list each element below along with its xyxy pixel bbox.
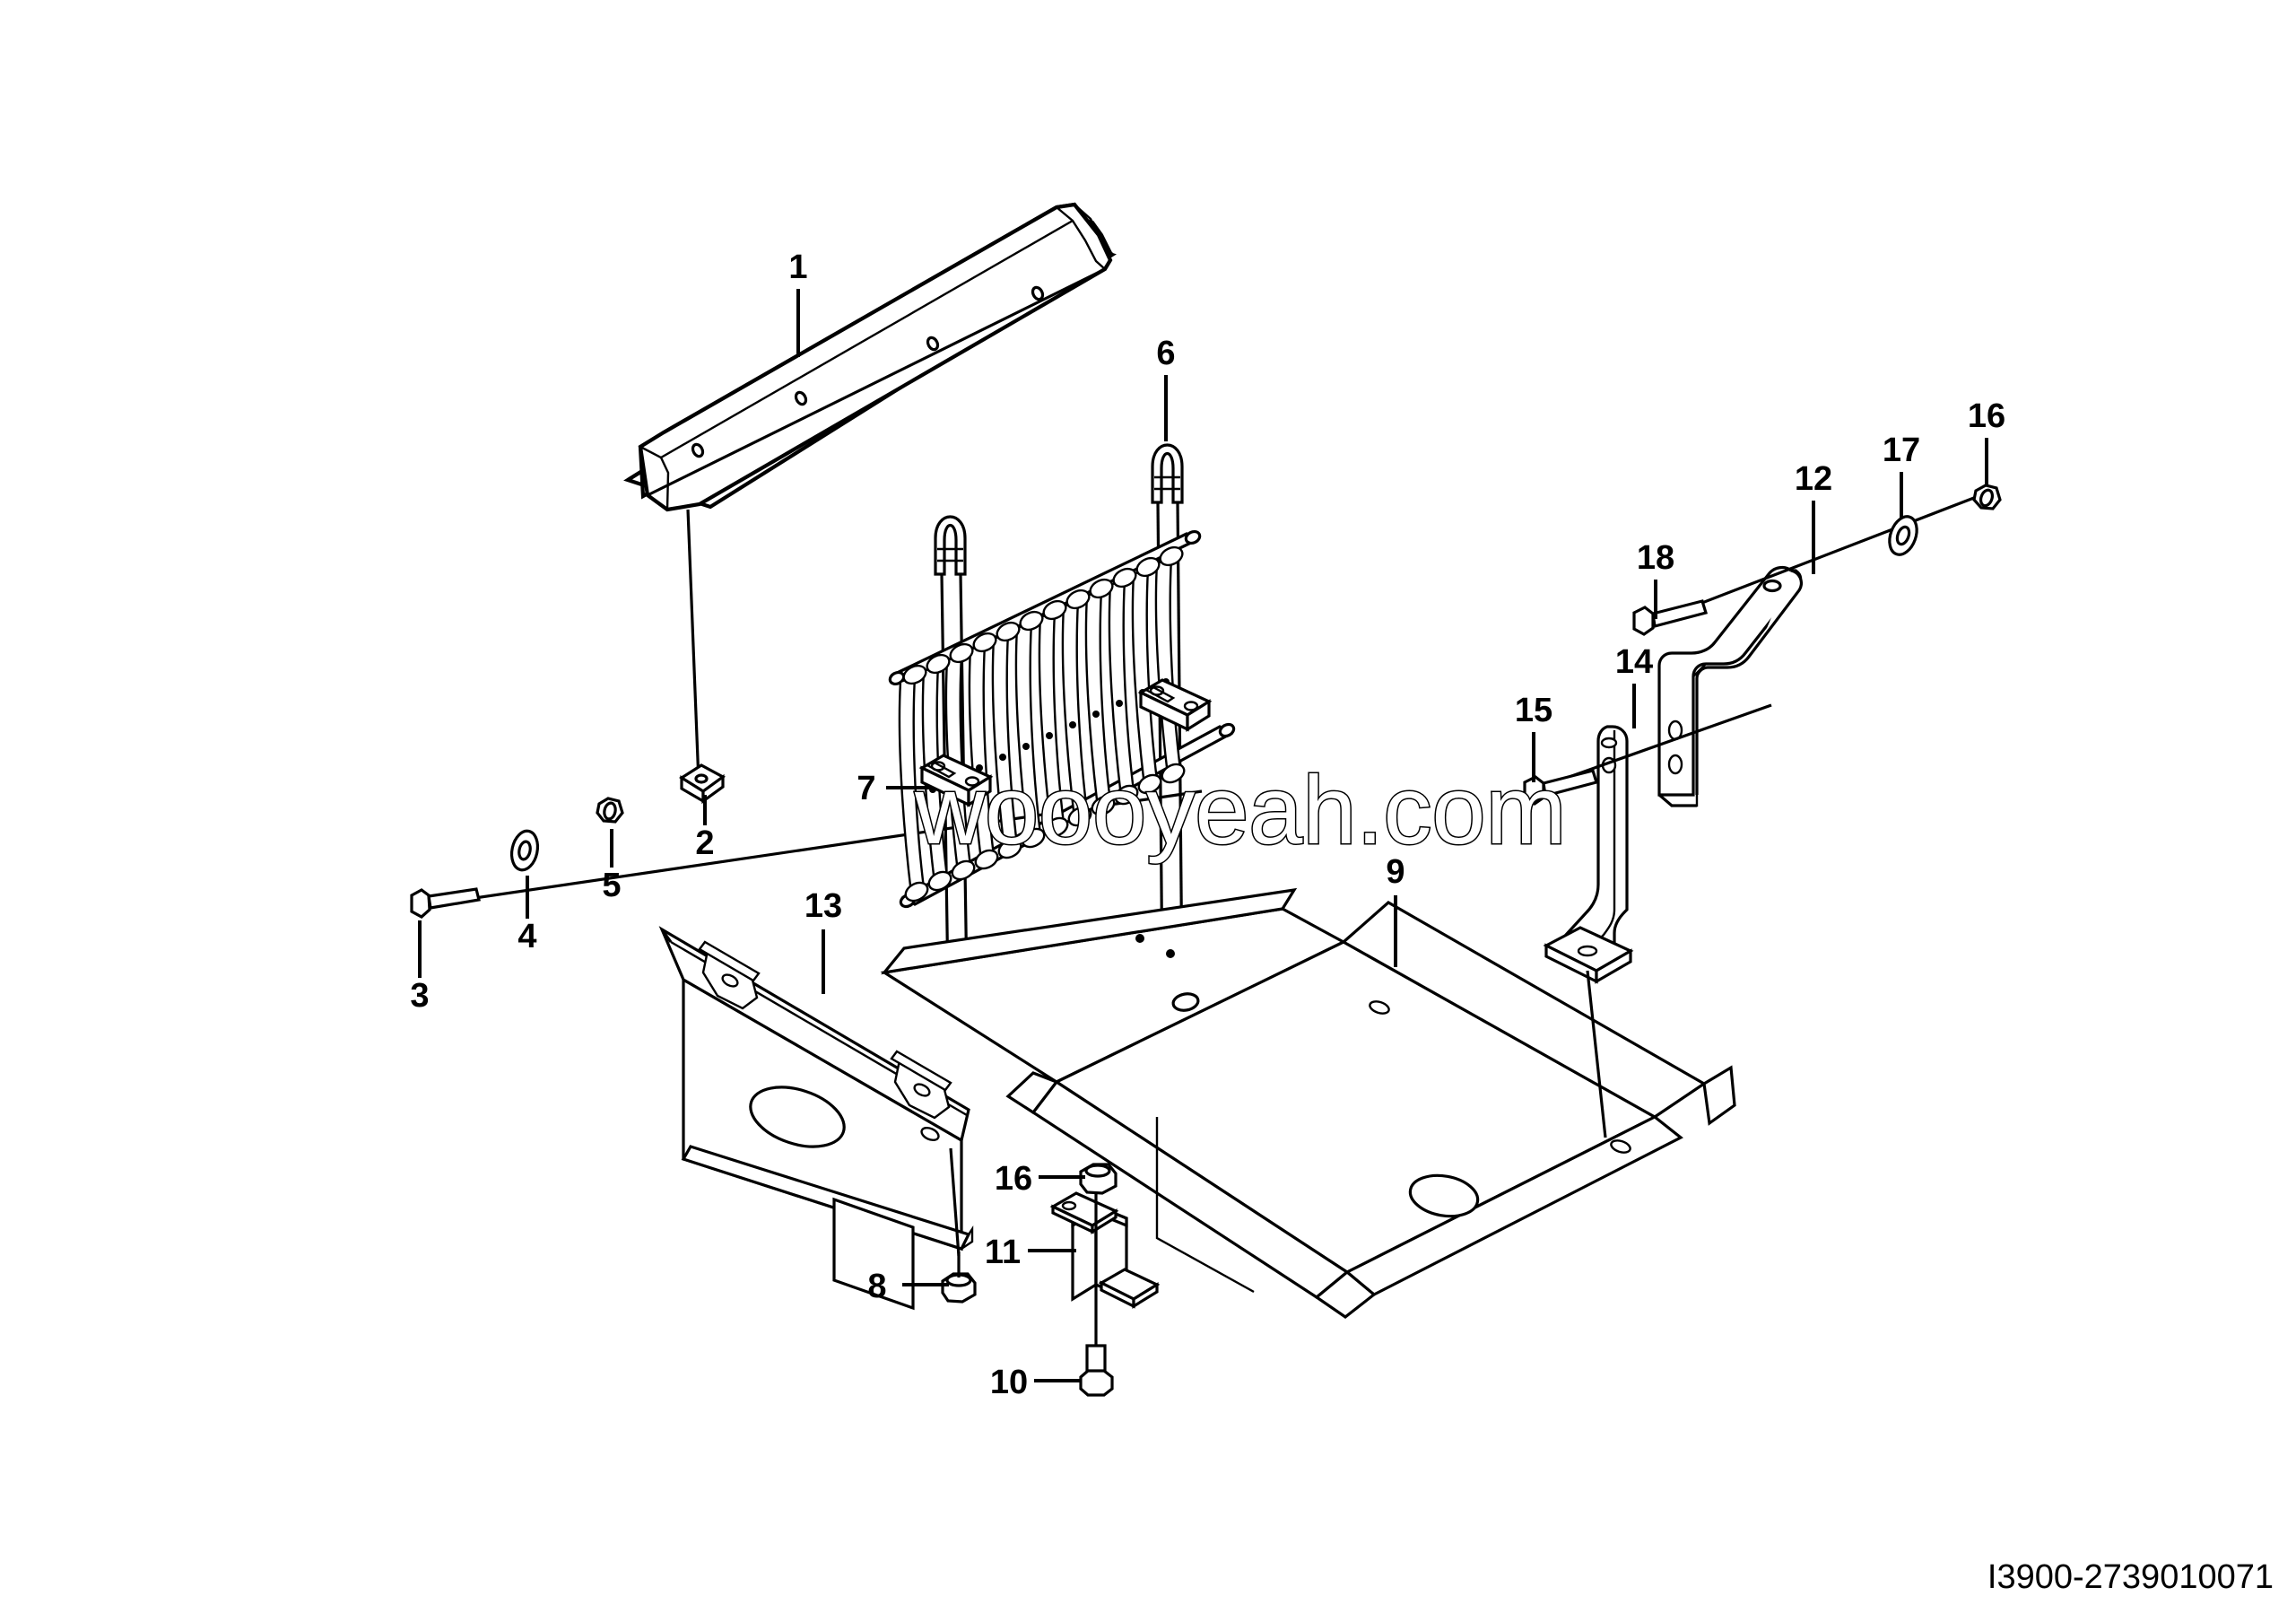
part-14-vertical-support-strap bbox=[1543, 725, 1634, 1138]
callout-10: 10 bbox=[990, 1364, 1028, 1401]
callout-4: 4 bbox=[517, 918, 536, 955]
callout-16a: 16 bbox=[1968, 397, 2005, 435]
part-16-hex-nut-upper-right bbox=[1972, 484, 2002, 510]
callout-2: 2 bbox=[695, 824, 714, 862]
assembly-axis-right-upper bbox=[1655, 494, 1979, 623]
part-9-battery-tray-floor-pan bbox=[880, 887, 1736, 1319]
assembly-line-part1-to-part2 bbox=[686, 509, 700, 783]
part-7-u-bolt-saddle-clamp-left bbox=[918, 754, 994, 807]
callout-17: 17 bbox=[1883, 432, 1920, 469]
callout-12: 12 bbox=[1795, 460, 1832, 498]
callout-5: 5 bbox=[602, 867, 621, 904]
callout-3: 3 bbox=[410, 977, 429, 1015]
part-17-flat-washer-right bbox=[1888, 515, 1918, 556]
part-13-side-cover-panel bbox=[658, 926, 974, 1311]
callout-6: 6 bbox=[1156, 335, 1175, 372]
callout-18: 18 bbox=[1637, 539, 1674, 577]
watermark-text: woooyeah.com bbox=[914, 755, 1566, 864]
part-10-hex-bolt-bottom-center bbox=[1079, 1344, 1114, 1397]
part-number-label: I3900-2739010071 bbox=[1987, 1558, 2274, 1596]
part-16-hex-nut-lower-center bbox=[1079, 1163, 1118, 1195]
part-12-z-shaped-mounting-bracket bbox=[1657, 565, 1803, 807]
callout-15: 15 bbox=[1515, 692, 1552, 729]
part-18-hex-bolt-upper-right bbox=[1632, 599, 1709, 636]
part-11-u-channel-retainer-bracket bbox=[1049, 1191, 1161, 1371]
part-8-hex-nut-bottom-left bbox=[941, 1251, 977, 1304]
part-3-hex-bolt-left bbox=[410, 887, 481, 919]
callout-16b: 16 bbox=[995, 1160, 1032, 1198]
part-5-hex-nut-left bbox=[596, 797, 624, 824]
callout-14: 14 bbox=[1615, 643, 1653, 681]
part-4-flat-washer-left bbox=[509, 829, 540, 872]
callout-11: 11 bbox=[985, 1234, 1021, 1271]
callout-9: 9 bbox=[1386, 853, 1405, 891]
callout-numbers: 1 6 16 17 12 18 14 15 7 2 5 4 3 13 9 16 … bbox=[410, 249, 2005, 1401]
assembly-line-panel13-to-nut8 bbox=[949, 1147, 961, 1257]
callout-7: 7 bbox=[857, 770, 875, 807]
part-1-mud-flap-deflector-panel bbox=[623, 202, 1117, 512]
part-7-u-bolt-saddle-clamp-right bbox=[1137, 678, 1213, 732]
callout-1: 1 bbox=[788, 249, 807, 286]
callout-leader-lines bbox=[418, 289, 1988, 1382]
part-2-square-clamp-plate bbox=[679, 763, 726, 805]
callout-13: 13 bbox=[804, 887, 842, 925]
callout-8: 8 bbox=[867, 1268, 886, 1305]
cable-carrier-chain-assembly bbox=[888, 529, 1236, 909]
